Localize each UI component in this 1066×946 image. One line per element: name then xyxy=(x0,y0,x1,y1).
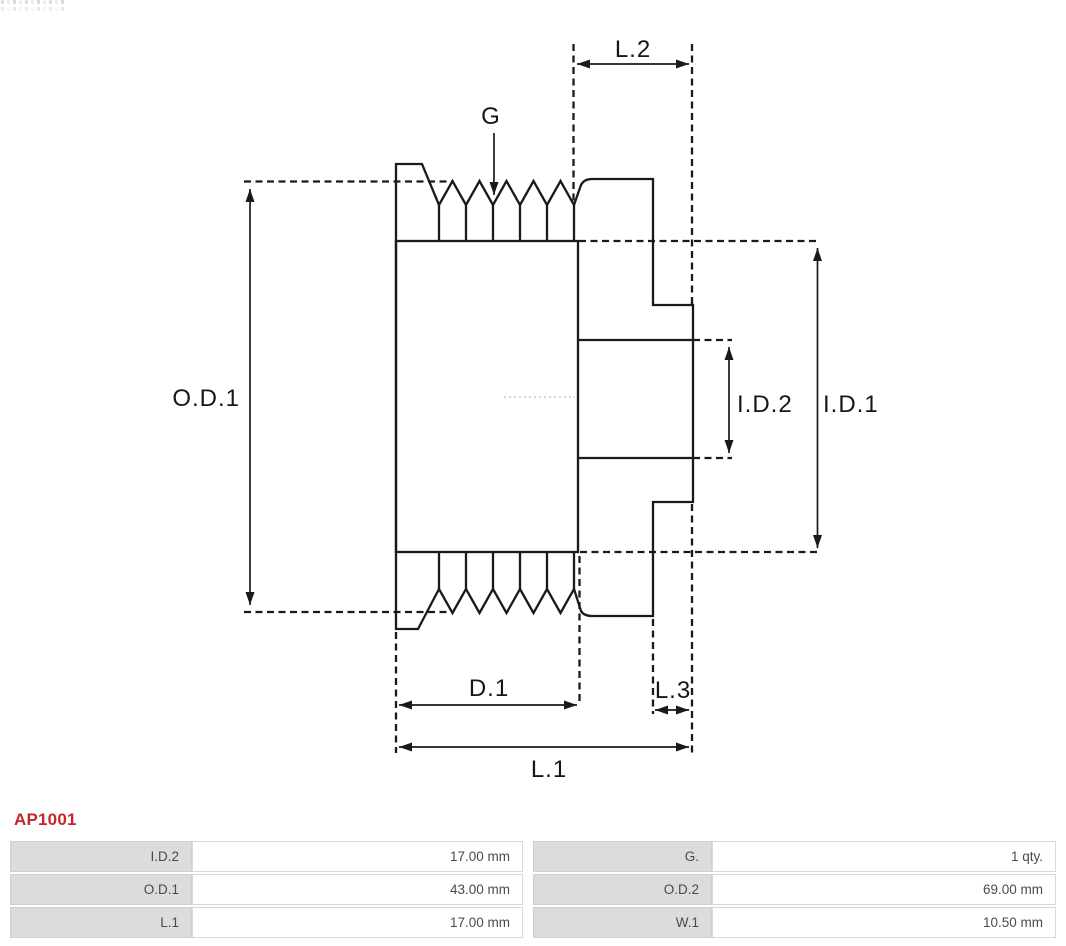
spec-label-od1: O.D.1 xyxy=(10,874,192,905)
label-d1: D.1 xyxy=(469,675,509,702)
groove-slots-bottom xyxy=(437,552,576,589)
spec-label-g: G. xyxy=(533,841,712,872)
dimension-lines xyxy=(245,59,822,752)
pulley-technical-drawing: L.2 G O.D.1 I.D.2 I.D.1 D.1 L.3 L.1 xyxy=(172,36,879,783)
bore-lines xyxy=(578,338,693,460)
table-spacer xyxy=(523,841,533,872)
table-spacer xyxy=(523,907,533,938)
label-id2: I.D.2 xyxy=(737,391,793,418)
label-id1: I.D.1 xyxy=(823,391,879,418)
label-l1: L.1 xyxy=(531,756,567,783)
pulley-outline xyxy=(394,162,695,631)
label-l2: L.2 xyxy=(615,36,651,63)
label-od1: O.D.1 xyxy=(172,385,240,412)
label-g: G xyxy=(481,103,501,130)
spec-value-l1: 17.00 mm xyxy=(192,907,523,938)
spec-value-id2: 17.00 mm xyxy=(192,841,523,872)
pulley-body xyxy=(394,239,580,554)
groove-slots-top xyxy=(437,205,576,241)
spec-value-g: 1 qty. xyxy=(712,841,1056,872)
top-left-artifact-row2 xyxy=(1,7,65,11)
spec-label-id2: I.D.2 xyxy=(10,841,192,872)
extension-lines xyxy=(244,44,820,753)
spec-value-od2: 69.00 mm xyxy=(712,874,1056,905)
spec-table: I.D.2 17.00 mm G. 1 qty. O.D.1 43.00 mm … xyxy=(10,841,1056,938)
dimension-labels: L.2 G O.D.1 I.D.2 I.D.1 D.1 L.3 L.1 xyxy=(172,36,879,783)
spec-label-l1: L.1 xyxy=(10,907,192,938)
table-spacer xyxy=(523,874,533,905)
label-l3: L.3 xyxy=(655,677,691,704)
spec-label-w1: W.1 xyxy=(533,907,712,938)
top-left-artifact xyxy=(1,0,65,4)
spec-value-w1: 10.50 mm xyxy=(712,907,1056,938)
part-number-link[interactable]: AP1001 xyxy=(14,810,77,829)
spec-value-od1: 43.00 mm xyxy=(192,874,523,905)
spec-label-od2: O.D.2 xyxy=(533,874,712,905)
